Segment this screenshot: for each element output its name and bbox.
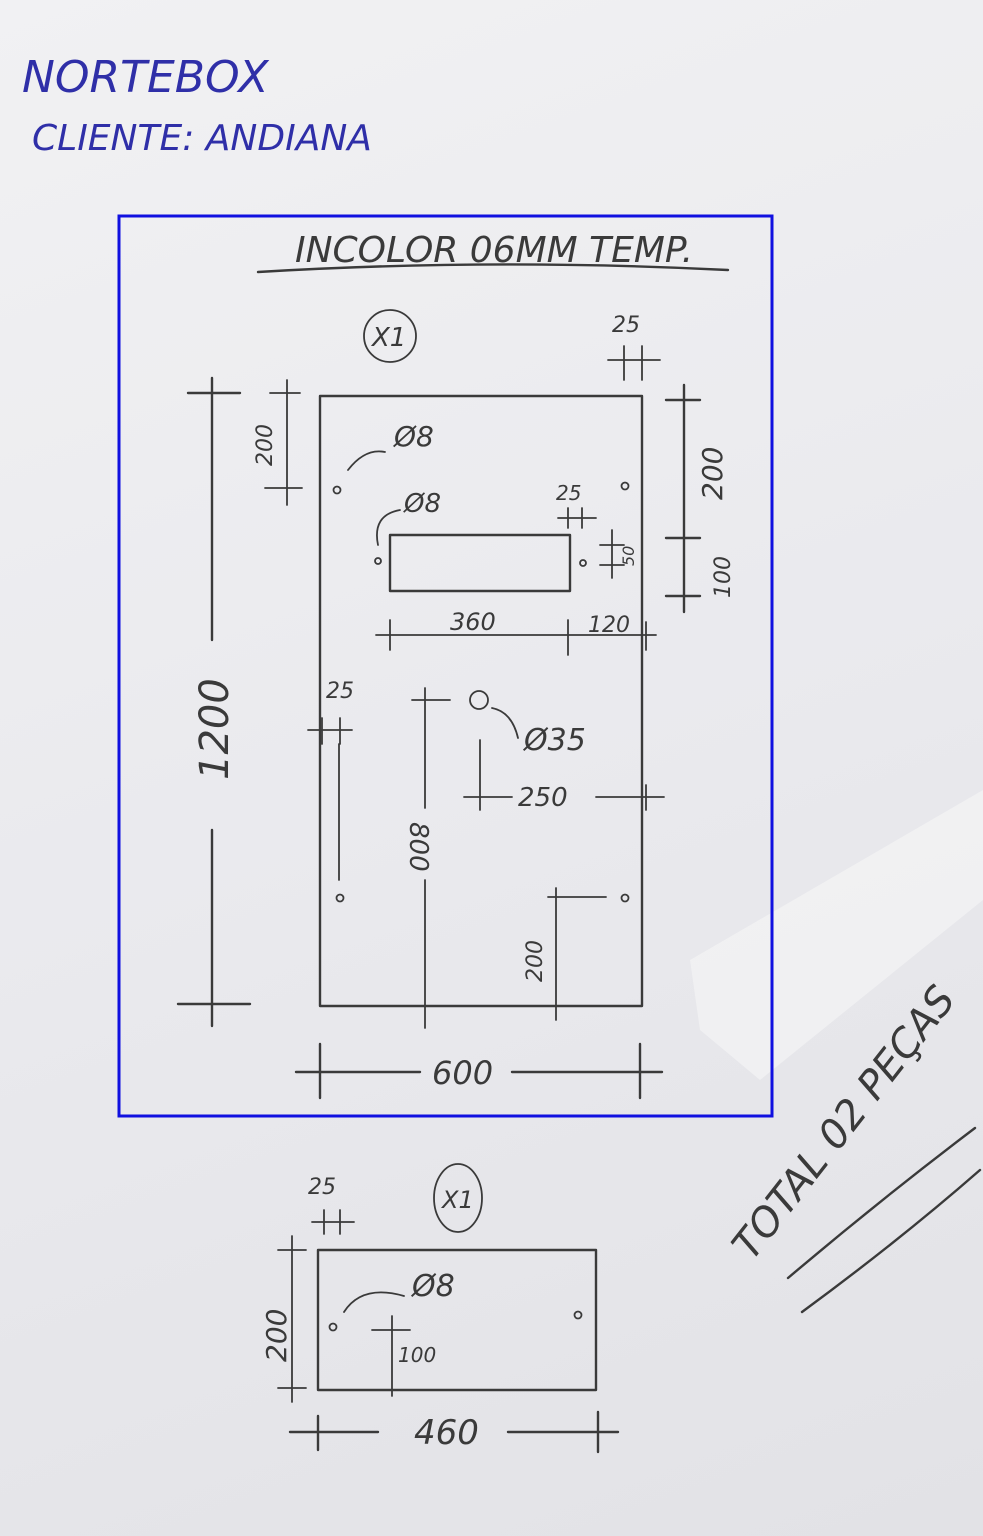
- dim-250-text: 250: [518, 783, 568, 813]
- dimension-25-panel2: 25: [308, 1175, 355, 1235]
- selection-box: [117, 214, 774, 1118]
- dim-200-top-left-text: 200: [253, 424, 278, 466]
- hole-top-left: [332, 485, 342, 495]
- dimension-360-120: 360 120: [375, 608, 657, 656]
- material-underline: [256, 263, 730, 274]
- dim-25-cutout-text: 25: [556, 481, 581, 505]
- dimension-250: 250: [463, 739, 665, 813]
- header-client: CLIENTE: ANDIANA: [32, 118, 372, 159]
- dim-right-100-text: 100: [711, 556, 736, 598]
- dimension-25-left: 25: [307, 679, 354, 881]
- hole-d35: [469, 690, 489, 710]
- dim-25-left-text: 25: [326, 679, 354, 704]
- dim-25-panel2-text: 25: [308, 1175, 336, 1200]
- header-title: NORTEBOX: [22, 52, 269, 103]
- dim-right-200-text: 200: [696, 447, 729, 500]
- hole-cutout-left: [374, 557, 382, 565]
- leader-d8-b: [376, 509, 401, 546]
- dim-200-panel2-text: 200: [260, 1309, 293, 1362]
- hole-d8-panel2-text: Ø8: [410, 1269, 455, 1304]
- tape-strip: [690, 790, 983, 1080]
- dimension-25-cutout: 25: [556, 481, 597, 529]
- dimension-50: 50: [599, 529, 638, 579]
- dimension-100-panel2: 100: [371, 1315, 436, 1397]
- dim-800-text: 800: [403, 822, 433, 872]
- cutout-rect: [388, 533, 572, 593]
- hole-cutout-right: [579, 559, 587, 567]
- qty-label-panel1: X1: [370, 323, 406, 353]
- leader-d8-panel2: [343, 1291, 405, 1313]
- hole-bottom-right: [620, 893, 630, 903]
- hole-panel2-right: [573, 1310, 583, 1320]
- total-underline-1: [786, 1126, 977, 1280]
- dimension-200-panel2: 200: [260, 1235, 307, 1403]
- panel2-outline: [316, 1248, 598, 1392]
- panel1-outline: [318, 394, 644, 1008]
- qty-badge-panel1: X1: [363, 309, 417, 363]
- dim-200-bottom-text: 200: [523, 940, 548, 982]
- dim-600-text: 600: [432, 1054, 493, 1092]
- dim-360-text: 360: [450, 608, 496, 636]
- hole-bottom-left: [335, 893, 345, 903]
- dimension-200-bottom: 200: [523, 887, 607, 1021]
- hole-d35-text: Ø35: [522, 723, 586, 758]
- dimension-800: 800: [403, 687, 451, 1029]
- total-underline-2: [800, 1168, 982, 1314]
- dim-1200-text: 1200: [192, 678, 238, 780]
- leader-d35: [491, 707, 519, 739]
- hole-d8-b-text: Ø8: [403, 489, 441, 519]
- dimension-600: 600: [294, 1042, 664, 1100]
- hole-panel2-left: [328, 1322, 338, 1332]
- leader-d8-a: [347, 450, 386, 471]
- dim-100-panel2-text: 100: [398, 1343, 436, 1367]
- dimension-460: 460: [288, 1410, 620, 1454]
- dimension-right-200-100: 200 100: [664, 383, 736, 614]
- qty-label-panel2: X1: [440, 1186, 474, 1214]
- dimension-200-top-left: 200: [253, 379, 303, 506]
- dimension-1200: 1200: [176, 376, 252, 1028]
- hole-d8-a-text: Ø8: [393, 420, 434, 453]
- dim-460-text: 460: [414, 1413, 479, 1453]
- dim-50-text: 50: [619, 546, 638, 566]
- dimension-25-top-right: 25: [607, 313, 661, 381]
- hole-top-right: [620, 481, 630, 491]
- qty-badge-panel2: X1: [433, 1163, 483, 1233]
- dim-120-text: 120: [588, 613, 630, 638]
- dim-25-top-right-text: 25: [612, 313, 640, 338]
